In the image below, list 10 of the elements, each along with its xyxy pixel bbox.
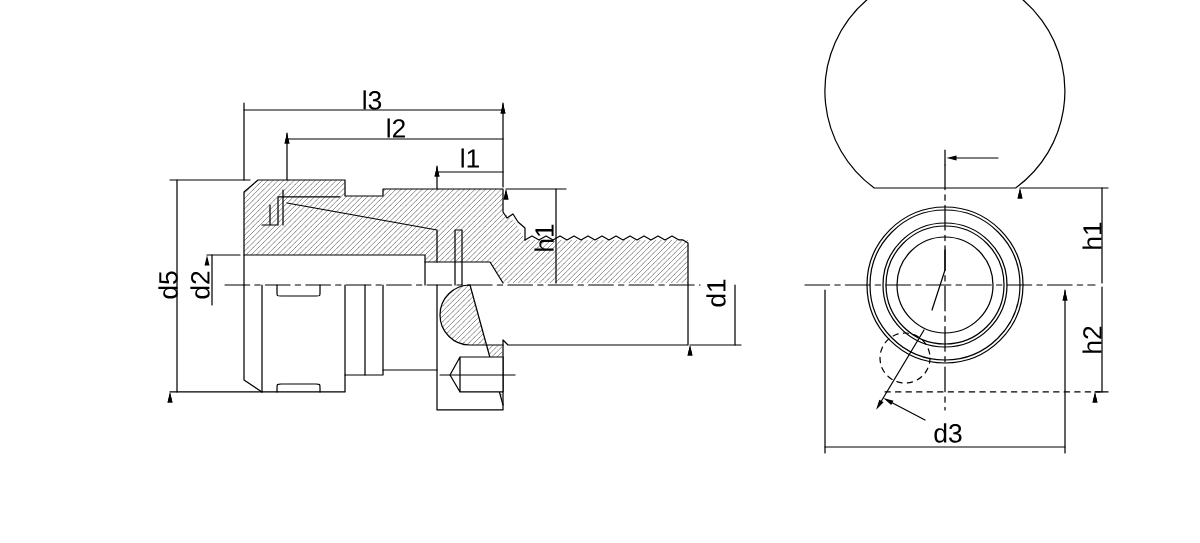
dimension-label: d2 xyxy=(190,271,210,299)
dimension-label: d1 xyxy=(706,279,726,307)
dimension-label: d3 xyxy=(934,423,962,443)
dimension-label: h1 xyxy=(534,224,554,251)
dimension-label: h1 xyxy=(1082,222,1102,249)
dimension-label: l3 xyxy=(363,90,382,110)
dimension-label: d5 xyxy=(158,271,178,299)
dimension-label: l1 xyxy=(461,148,479,168)
dimension-label: h2 xyxy=(1082,326,1102,353)
dimension-label: l2 xyxy=(387,118,405,138)
